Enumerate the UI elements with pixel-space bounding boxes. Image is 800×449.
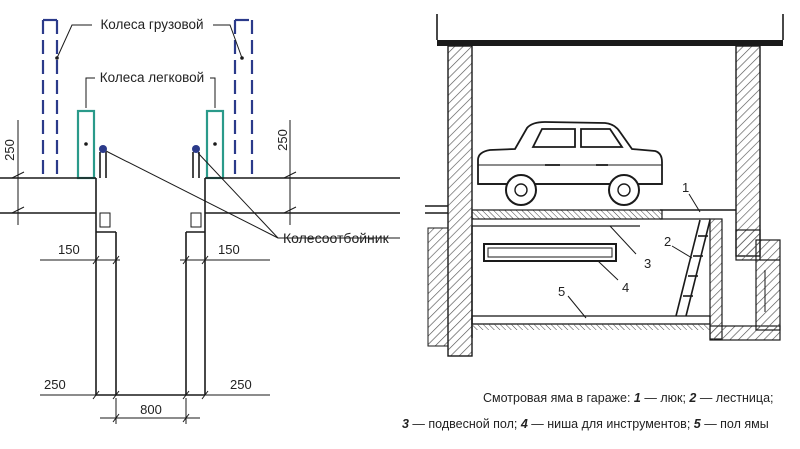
car-wheel-rear bbox=[608, 174, 640, 206]
car-wheel-front bbox=[505, 174, 537, 206]
garage-wall-right bbox=[735, 45, 761, 257]
tool-niche bbox=[483, 243, 617, 262]
pit-outline bbox=[0, 177, 400, 396]
wheel-stop-right bbox=[192, 145, 200, 178]
garage-floor bbox=[471, 209, 663, 220]
truck-wheel-left bbox=[41, 18, 59, 178]
callout-2: 2 bbox=[664, 234, 671, 249]
pit-floor bbox=[471, 315, 711, 325]
garage-wall-left bbox=[447, 45, 473, 357]
garage-section-drawing: 1 2 3 4 5 Смотровая яма в гараже: 1 — лю… bbox=[402, 14, 784, 431]
callout-3: 3 bbox=[644, 256, 651, 271]
pit-section-drawing: Колеса грузовой Колеса легковой bbox=[0, 17, 400, 424]
dim-stop-right: 150 bbox=[218, 242, 240, 257]
wheel-stop-left bbox=[99, 145, 107, 178]
caption-line-2: 3 — подвесной пол; 4 — ниша для инструме… bbox=[402, 417, 769, 431]
dim-height-left: 250 bbox=[2, 139, 17, 161]
caption-line-1: Смотровая яма в гараже: 1 — люк; 2 — лес… bbox=[483, 391, 774, 405]
dim-wall-left: 250 bbox=[44, 377, 66, 392]
dim-stop-left: 150 bbox=[58, 242, 80, 257]
label-car-wheels: Колеса легковой bbox=[100, 70, 204, 85]
label-truck-wheels: Колеса грузовой bbox=[100, 17, 203, 32]
truck-wheel-right bbox=[233, 18, 254, 178]
dim-pit-width: 800 bbox=[140, 402, 162, 417]
car bbox=[477, 121, 663, 185]
callout-4: 4 bbox=[622, 280, 629, 295]
callout-5: 5 bbox=[558, 284, 565, 299]
callout-1: 1 bbox=[682, 180, 689, 195]
dim-wall-right: 250 bbox=[230, 377, 252, 392]
dim-height-right: 250 bbox=[275, 129, 290, 151]
ladder bbox=[675, 219, 711, 317]
label-wheel-stop: Колесоотбойник bbox=[283, 230, 390, 246]
